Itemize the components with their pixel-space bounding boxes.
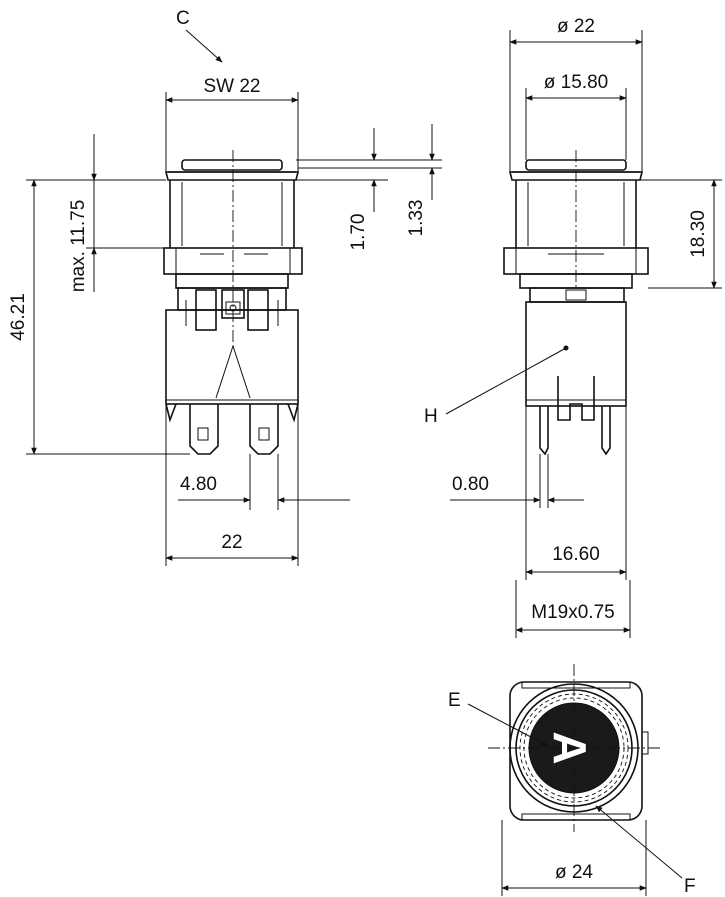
dim-1-33: 1.33	[406, 200, 427, 237]
front-dimensions: SW 22 C 46.21 max. 11.75 1.70 1.33 4.80	[8, 8, 442, 566]
top-view: A	[488, 664, 660, 832]
dim-0-80: 0.80	[452, 474, 489, 495]
dim-dia-15-80: ø 15.80	[544, 72, 608, 93]
top-dimensions: E F ø 24	[448, 690, 696, 897]
callout-c: C	[176, 8, 190, 29]
front-view	[163, 150, 303, 455]
dim-46-21: 46.21	[8, 293, 29, 341]
side-dimensions: ø 22 ø 15.80 18.30 H 0.80 16.60 M19x0.75	[424, 16, 722, 638]
dim-16-60: 16.60	[552, 544, 600, 565]
callout-h: H	[424, 406, 438, 427]
dim-sw22: SW 22	[203, 76, 260, 97]
button-symbol: A	[544, 731, 596, 764]
dim-dia-22: ø 22	[557, 16, 595, 37]
dim-m19: M19x0.75	[531, 602, 614, 623]
dim-1-70: 1.70	[348, 214, 369, 251]
dim-22: 22	[221, 532, 242, 553]
callout-f: F	[684, 876, 696, 897]
dim-4-80: 4.80	[180, 474, 217, 495]
callout-e: E	[448, 690, 461, 711]
side-view	[503, 150, 649, 456]
dim-max-11-75: max. 11.75	[68, 200, 89, 293]
dim-dia-24: ø 24	[555, 862, 593, 883]
dim-18-30: 18.30	[688, 210, 709, 258]
